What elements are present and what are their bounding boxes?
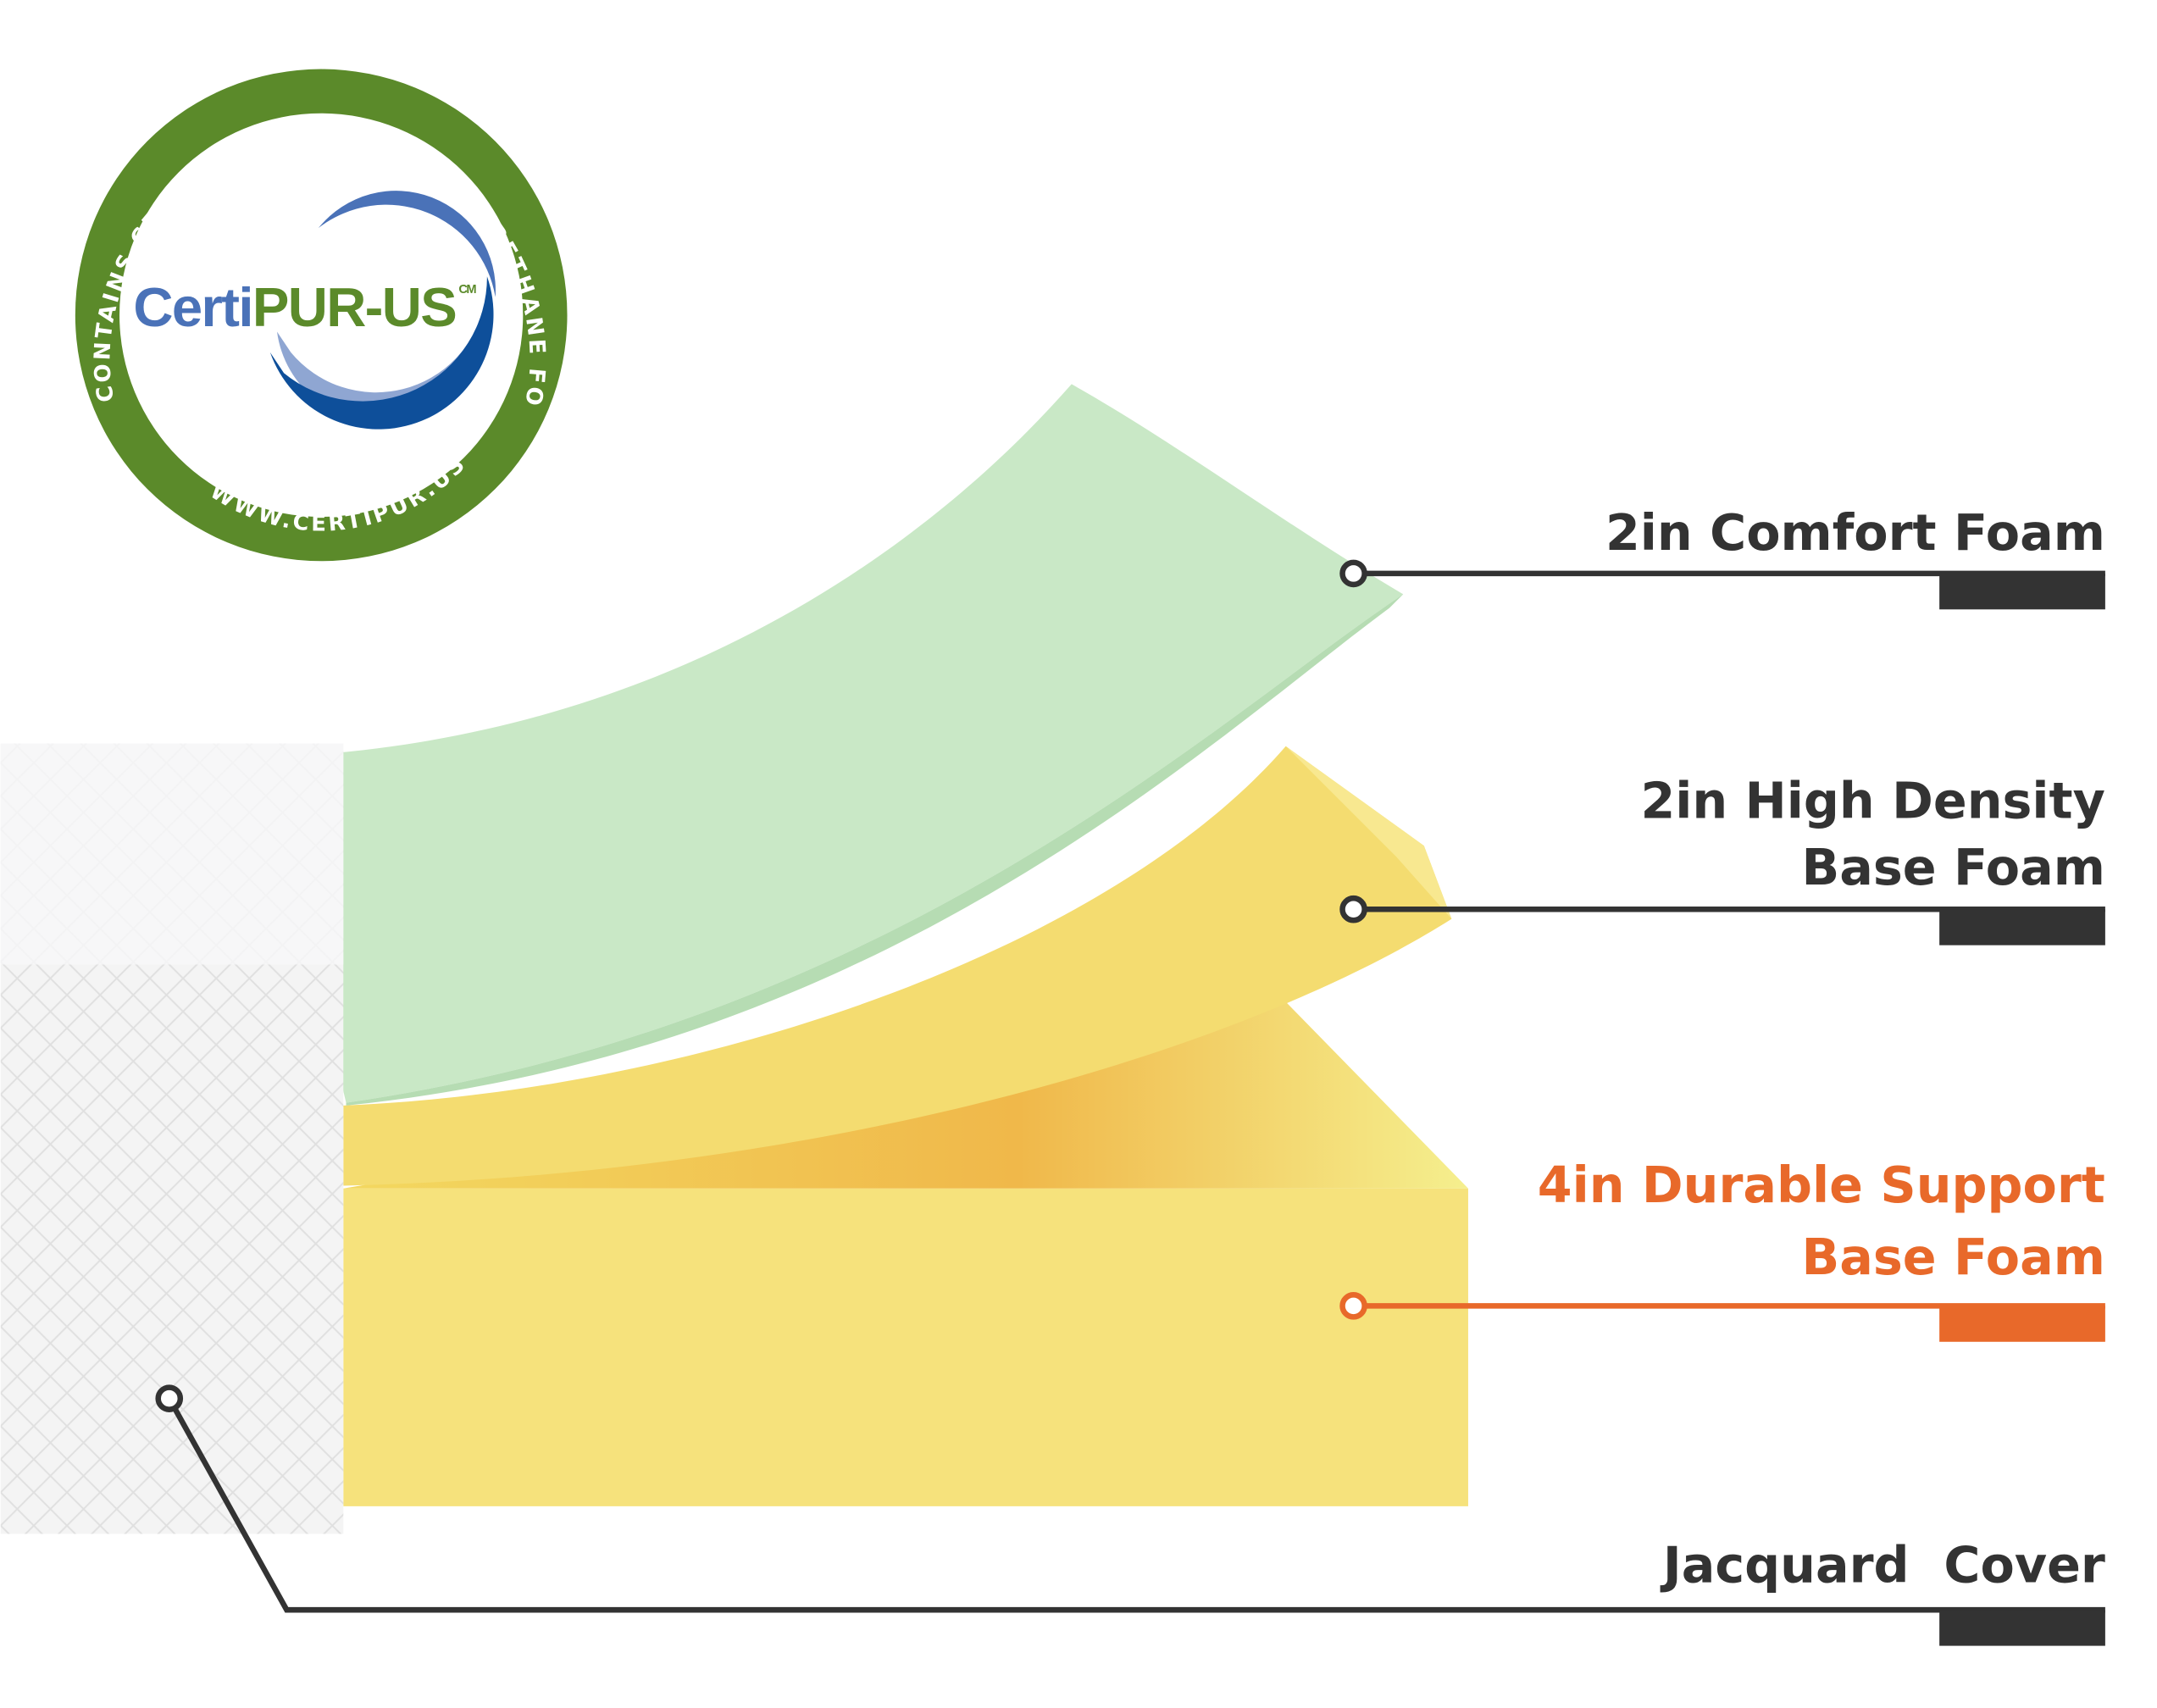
support-label-line2: Base Foam (1801, 1228, 2104, 1286)
jacquard-cover (0, 743, 344, 1534)
comfort-bar (1939, 573, 2105, 610)
logo-pur-us: PUR-US (252, 276, 456, 338)
support-dot (1339, 1292, 1367, 1320)
logo-certi: Certi (133, 276, 252, 338)
certipur-us-logo: CONTAINS CERTIFIED FLEXIBLE POLYURETHANE… (0, 0, 568, 562)
high-density-label-line2: Base Foam (1801, 839, 2104, 896)
cover-bar (1939, 1610, 2105, 1646)
high-density-dot (1339, 895, 1367, 923)
support-label-line1: 4in Durable Support (1538, 1156, 2105, 1214)
high-density-label-line1: 2in High Density (1640, 773, 2104, 830)
swoosh-dark (269, 276, 494, 430)
comfort-foam-label: 2in Comfort Foam (1605, 504, 2105, 562)
cover-leader-line (166, 1397, 2105, 1613)
cover-dot (155, 1384, 184, 1412)
high-density-foam-layer (343, 746, 1452, 1186)
high-density-bar (1939, 909, 2105, 946)
cover-label: Jacquard Cover (1660, 1537, 2105, 1594)
support-bar (1939, 1306, 2105, 1342)
logo-cm-mark: CM (458, 283, 476, 297)
comfort-foam-layer (263, 384, 1404, 1103)
comfort-dot (1339, 559, 1367, 588)
swoosh-top (318, 191, 496, 297)
